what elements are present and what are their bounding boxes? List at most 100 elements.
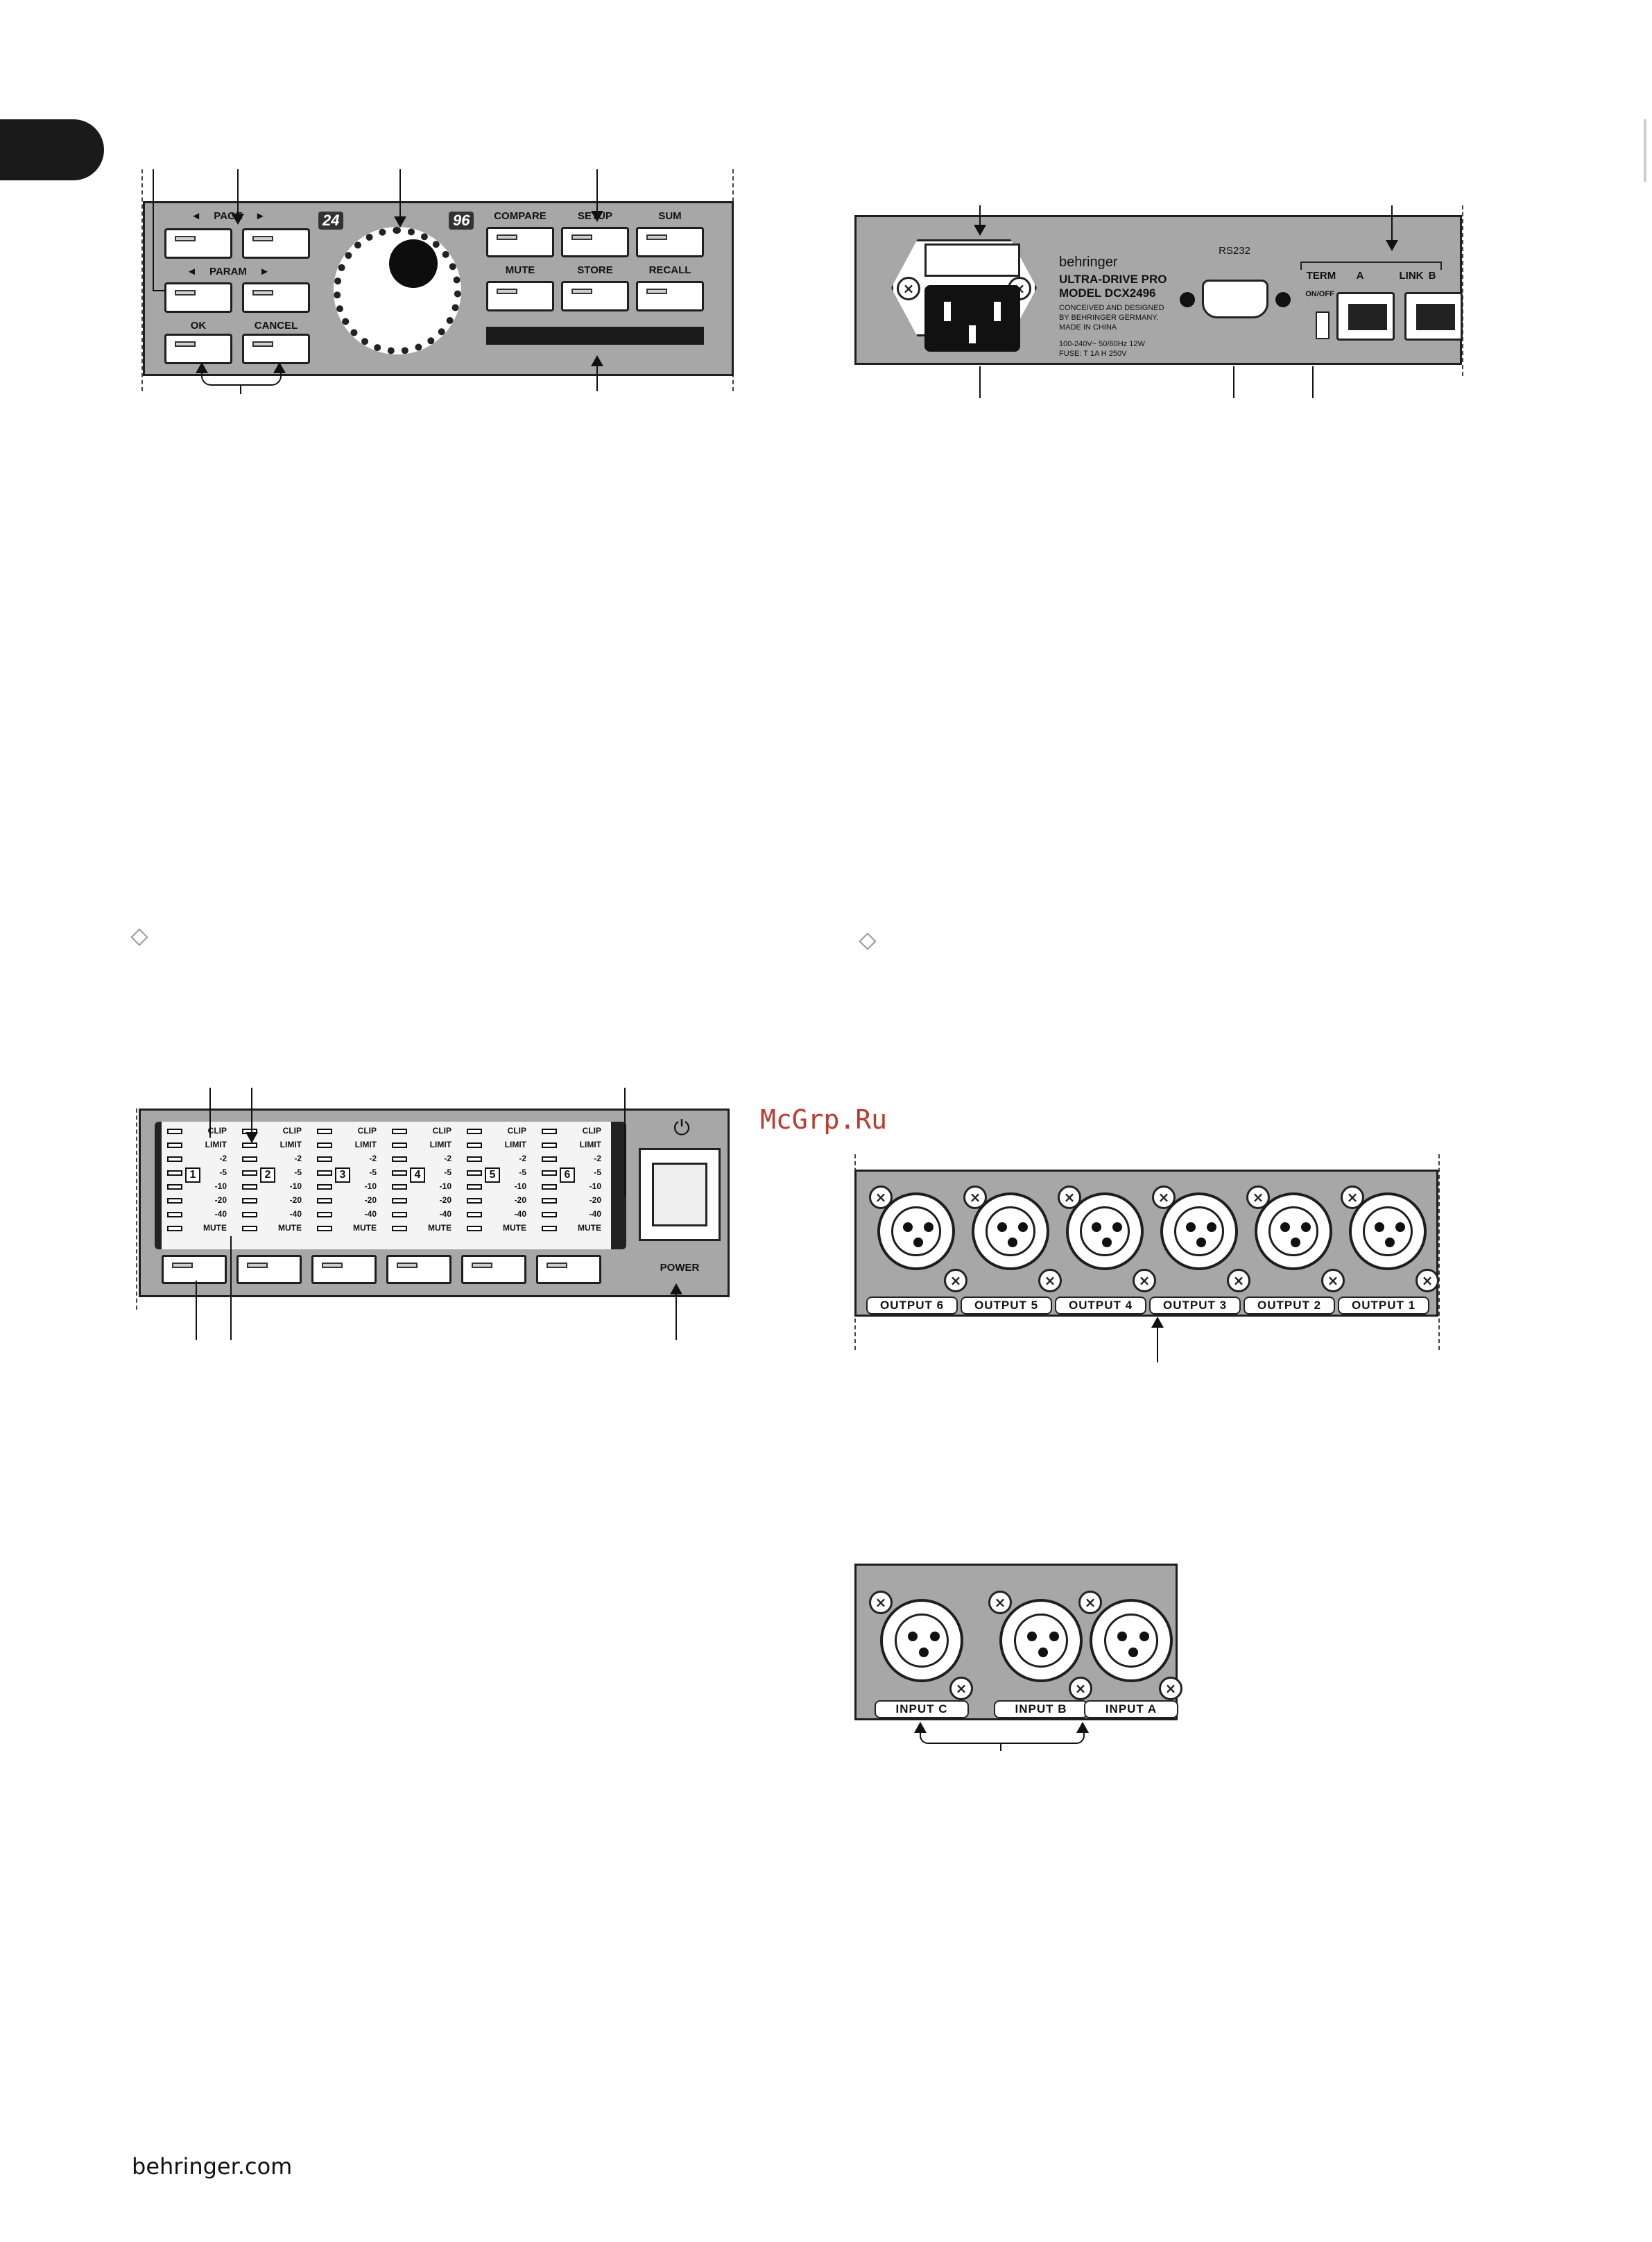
channel-mute-button[interactable] (386, 1255, 451, 1284)
meter-led (542, 1226, 557, 1231)
termination-switch[interactable] (1316, 311, 1330, 339)
led (472, 1263, 492, 1268)
meter-led (392, 1143, 407, 1148)
meter-scale-label: -2 (594, 1154, 601, 1163)
channel-mute-button[interactable] (311, 1255, 377, 1284)
power-icon: ⏻ (673, 1116, 690, 1140)
meter-scale-label: CLIP (507, 1126, 526, 1136)
connector-pin (1049, 1631, 1059, 1641)
96khz-badge: 96 (449, 212, 474, 230)
callout-line (153, 169, 154, 291)
channel-mute-button[interactable] (536, 1255, 601, 1284)
power-switch[interactable] (639, 1148, 721, 1241)
sum-button[interactable] (636, 227, 704, 257)
setup-button[interactable] (561, 227, 629, 257)
connector-pin (1395, 1222, 1405, 1233)
ok-button[interactable] (164, 334, 232, 364)
led (252, 236, 273, 241)
xlr-input-connector[interactable] (1090, 1599, 1173, 1682)
connector-pin (1112, 1222, 1122, 1233)
xlr-output-connector[interactable] (1255, 1192, 1332, 1270)
recall-button[interactable] (636, 281, 704, 311)
connector-pin (1384, 1238, 1395, 1248)
callout-line (979, 205, 981, 226)
meter-led (542, 1198, 557, 1204)
rear-control-panel: × × behringer ULTRA-DRIVE PRO MODEL DCX2… (854, 215, 1463, 365)
channel-number: 5 (485, 1167, 500, 1183)
link-a-port[interactable] (1336, 292, 1395, 341)
connector-face (1362, 1206, 1413, 1257)
connector-pin (1186, 1222, 1196, 1233)
power-spec: 100-240V~ 50/60Hz 12W (1059, 340, 1145, 348)
screw-icon: × (1321, 1269, 1345, 1292)
channel-mute-button[interactable] (162, 1255, 227, 1284)
mute-button[interactable] (486, 281, 554, 311)
page-label: ◄ PAGE ► (159, 210, 298, 222)
screw-icon: × (1078, 1591, 1102, 1614)
compare-button[interactable] (486, 227, 554, 257)
link-b-port[interactable] (1404, 292, 1463, 341)
led (571, 289, 592, 294)
meter-led (467, 1184, 482, 1190)
cancel-button[interactable] (242, 334, 310, 364)
meter-led (317, 1212, 332, 1217)
meter-scale-label: CLIP (432, 1126, 451, 1136)
input-label: INPUT B (994, 1700, 1088, 1718)
meter-scale-label: -40 (289, 1209, 302, 1219)
xlr-output-connector[interactable] (972, 1192, 1049, 1270)
bracket (201, 372, 282, 386)
info-line: CONCEIVED AND DESIGNED (1059, 304, 1164, 312)
connector-pin (1196, 1238, 1206, 1248)
meter-led (317, 1170, 332, 1176)
meter-led (392, 1212, 407, 1217)
callout-line (237, 169, 239, 215)
param-right-button[interactable] (242, 282, 310, 313)
footer-url: behringer.com (132, 2153, 293, 2180)
data-wheel[interactable] (334, 227, 461, 354)
meter-led (242, 1184, 257, 1190)
meter-led (392, 1170, 407, 1176)
connector-face (1173, 1206, 1225, 1257)
page-right-button[interactable] (242, 228, 310, 259)
callout-line (209, 1088, 211, 1138)
inputs-area: ××INPUT C××INPUT B××INPUT A (857, 1566, 1182, 1722)
xlr-output-connector[interactable] (1160, 1192, 1238, 1270)
callout-arrow-icon (1151, 1317, 1164, 1328)
iec-power-inlet[interactable] (924, 285, 1020, 352)
xlr-output-connector[interactable] (1066, 1192, 1144, 1270)
callout-arrow-icon (670, 1283, 682, 1294)
rs232-port[interactable] (1202, 280, 1268, 318)
meter-scale-label: -10 (589, 1181, 601, 1191)
store-label: STORE (577, 264, 613, 276)
screw-icon: × (1038, 1269, 1062, 1292)
cancel-label: CANCEL (254, 320, 298, 332)
meter-scale-label: MUTE (353, 1223, 377, 1233)
callout-line (251, 1088, 252, 1133)
screw-icon: × (1069, 1677, 1092, 1700)
xlr-input-connector[interactable] (999, 1599, 1083, 1682)
meter-scale-label: -2 (519, 1154, 526, 1163)
meter-led (392, 1156, 407, 1162)
meter-scale-label: CLIP (582, 1126, 601, 1136)
meter-led (242, 1198, 257, 1204)
lcd-display (486, 327, 704, 345)
xlr-input-connector[interactable] (880, 1599, 963, 1682)
xlr-output-connector[interactable] (1349, 1192, 1427, 1270)
meter-led (392, 1198, 407, 1204)
screw-icon: × (1159, 1677, 1182, 1700)
meter-led (167, 1143, 182, 1148)
meter-led (242, 1156, 257, 1162)
meter-scale-label: MUTE (503, 1223, 526, 1233)
page-left-button[interactable] (164, 228, 232, 259)
led (322, 1263, 343, 1268)
channel-mute-button[interactable] (461, 1255, 526, 1284)
meter-scale-label: -10 (364, 1181, 377, 1191)
recall-label: RECALL (648, 264, 691, 276)
xlr-output-connector[interactable] (877, 1192, 955, 1270)
channel-mute-button[interactable] (236, 1255, 302, 1284)
meter-led (392, 1226, 407, 1231)
outputs-area: ××OUTPUT 6××OUTPUT 5××OUTPUT 4××OUTPUT 3… (857, 1172, 1440, 1319)
store-button[interactable] (561, 281, 629, 311)
meter-led (317, 1129, 332, 1134)
param-left-button[interactable] (164, 282, 232, 313)
